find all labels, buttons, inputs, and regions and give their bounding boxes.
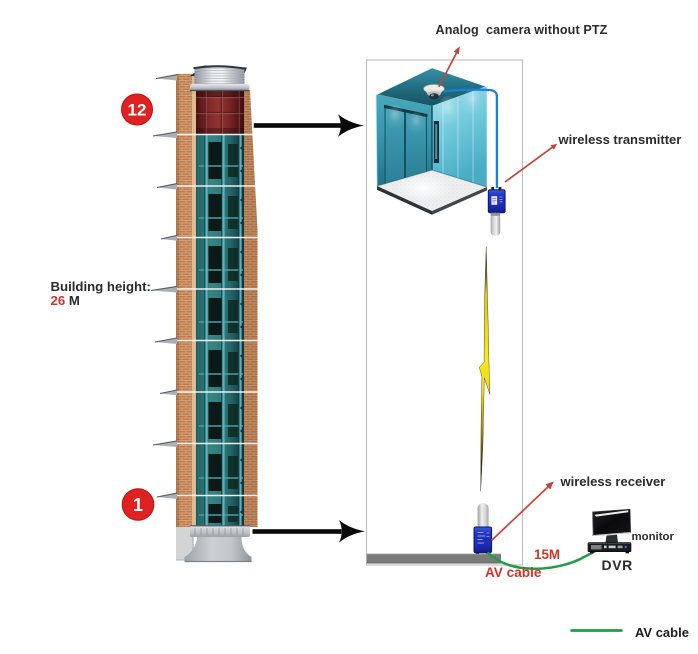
floor-ledges — [150, 74, 258, 499]
wireless-receiver-device — [473, 503, 493, 555]
label-monitor: monitor — [631, 530, 674, 543]
building-base — [176, 525, 252, 563]
video-cable-blue — [443, 88, 499, 188]
building-roof-cap — [190, 65, 250, 92]
label-building-height: Building height: — [50, 278, 151, 294]
base-collar-ring — [190, 525, 250, 537]
label-wireless-transmitter: wireless transmitter — [558, 132, 682, 147]
legend-av-cable-label: AV cable — [635, 625, 689, 640]
floor-badge-12-number: 12 — [128, 101, 147, 120]
building-height-unit: M — [65, 292, 80, 308]
transmitter-antenna — [490, 212, 501, 236]
label-building-height-value: 26 M — [51, 294, 80, 307]
building-left-quoin — [192, 74, 197, 527]
pointer-camera — [438, 46, 460, 88]
building-left-brick-wall — [176, 74, 192, 527]
wireless-signal-bolt — [479, 246, 491, 492]
building-illustration — [150, 65, 258, 563]
label-wireless-receiver: wireless receiver — [560, 473, 666, 489]
pointer-lines — [438, 46, 558, 542]
av-cable-green — [486, 550, 596, 571]
label-dvr: DVR — [601, 557, 633, 574]
monitor-dvr-station — [587, 508, 632, 554]
building-right-brick-wall — [244, 90, 258, 527]
elevator-car — [375, 65, 488, 215]
arrow-bottom-floor — [252, 520, 365, 543]
arrow-top-floor — [253, 114, 364, 137]
glass-windows — [199, 134, 243, 527]
floor-badge-12: 12 — [121, 93, 153, 126]
label-analog-camera: Analog camera without PTZ — [435, 22, 608, 37]
monitor-stand — [605, 534, 618, 543]
ground-bar — [366, 553, 501, 564]
label-cable-length: 15M — [534, 547, 561, 563]
red-section-mullions — [196, 91, 244, 135]
building-height-number: 26 — [50, 292, 66, 308]
floor-badge-1-number: 1 — [133, 495, 143, 515]
base-pedestal — [184, 537, 252, 562]
wireless-transmitter-device — [487, 187, 506, 236]
pointer-transmitter — [504, 143, 558, 183]
pointer-receiver — [490, 481, 554, 542]
floor-badge-1: 1 — [121, 488, 155, 521]
receiver-antenna — [477, 503, 489, 528]
label-av-cable: AV cable — [485, 565, 542, 581]
